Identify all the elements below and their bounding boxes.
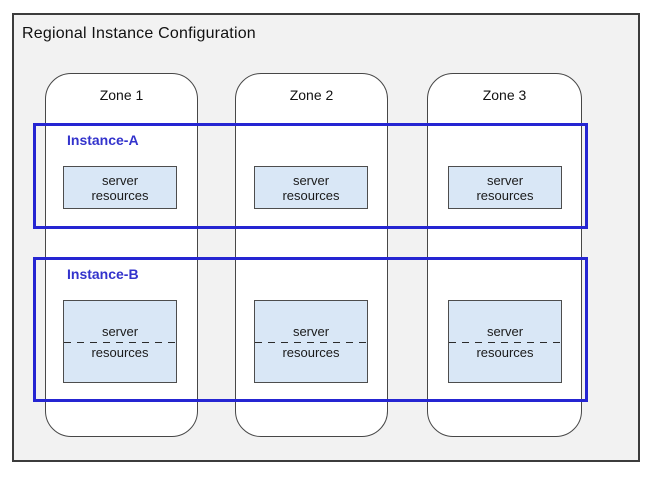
server-resources-box-b2: server resources bbox=[254, 300, 368, 383]
server-resources-label-line1: server bbox=[486, 323, 524, 339]
dashed-divider bbox=[255, 341, 367, 343]
instance-b-boundary bbox=[33, 257, 588, 402]
server-resources-box-b1: server resources bbox=[63, 300, 177, 383]
diagram-title: Regional Instance Configuration bbox=[22, 25, 256, 42]
server-resources-label-line1: server bbox=[101, 323, 139, 339]
dashed-divider bbox=[449, 341, 561, 343]
zone-3-label: Zone 3 bbox=[482, 87, 527, 103]
server-resources-label-line2: resources bbox=[476, 344, 534, 360]
instance-a-boundary bbox=[33, 123, 588, 229]
server-resources-label-line1: server bbox=[292, 172, 330, 188]
server-resources-label-line1: server bbox=[292, 323, 330, 339]
server-resources-label-line1: server bbox=[101, 172, 139, 188]
instance-b-label: Instance-B bbox=[67, 266, 139, 282]
zone-1-label: Zone 1 bbox=[99, 87, 144, 103]
server-resources-box-b3: server resources bbox=[448, 300, 562, 383]
server-resources-label-line2: resources bbox=[91, 344, 149, 360]
server-resources-label-line2: resources bbox=[282, 187, 340, 203]
dashed-divider bbox=[64, 341, 176, 343]
zone-2-label: Zone 2 bbox=[289, 87, 334, 103]
server-resources-label-line2: resources bbox=[476, 187, 534, 203]
server-resources-label-line2: resources bbox=[91, 187, 149, 203]
server-resources-box-a3: server resources bbox=[448, 166, 562, 209]
server-resources-box-a2: server resources bbox=[254, 166, 368, 209]
instance-a-label: Instance-A bbox=[67, 132, 139, 148]
server-resources-label-line2: resources bbox=[282, 344, 340, 360]
server-resources-label-line1: server bbox=[486, 172, 524, 188]
server-resources-box-a1: server resources bbox=[63, 166, 177, 209]
